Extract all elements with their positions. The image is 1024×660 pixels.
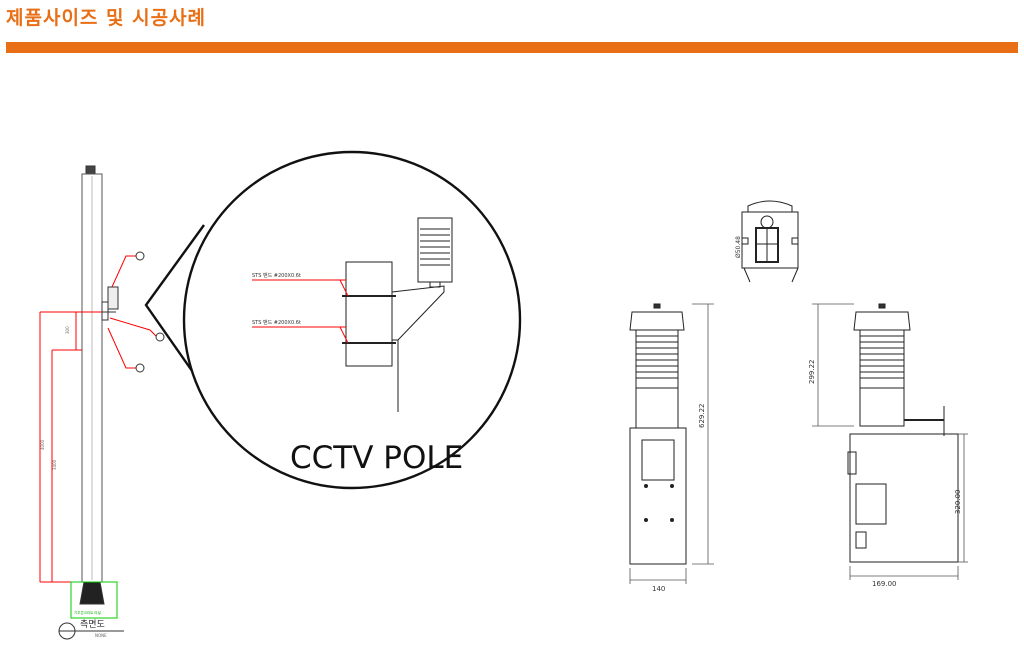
top-view-frame — [741, 211, 799, 269]
zoom-sensor — [417, 217, 453, 283]
pole-dim-bracket: 3400 — [52, 459, 57, 470]
side-gland — [855, 531, 867, 549]
side-sensor-height-dim: 299.22 — [808, 360, 816, 385]
side-sensor-louvers — [859, 329, 905, 389]
side-mount-box — [849, 433, 959, 563]
zoom-band-label-1: STS 밴드 #200X0.6t — [252, 272, 301, 279]
zoom-pole-segment — [345, 261, 393, 367]
pole-clamp — [101, 301, 109, 321]
front-sensor-body — [635, 387, 679, 429]
top-view — [741, 200, 799, 283]
base-highlight-box — [70, 581, 118, 619]
side-sensor-cap — [853, 311, 911, 331]
top-view-dim: Ø50.48 — [735, 236, 742, 258]
base-note: 기초콘크리트 타설 — [74, 610, 101, 615]
side-box-height-dim: 320.00 — [954, 490, 962, 515]
zoom-pointer — [144, 224, 205, 389]
pole-dim-box: 300 — [65, 326, 70, 334]
pole-dim-total: 4000 — [40, 439, 45, 450]
front-width-dim: 140 — [652, 585, 665, 593]
pole-side-view — [39, 165, 165, 640]
header-accent-bar — [6, 42, 1018, 53]
pole-base — [79, 581, 105, 605]
page-title: 제품사이즈 및 시공사례 — [6, 7, 207, 29]
front-window — [641, 439, 675, 481]
pole-view-caption: 측면도 — [80, 619, 105, 630]
zoom-detail — [252, 217, 453, 412]
side-sensor-body — [859, 387, 905, 427]
side-view — [812, 303, 968, 580]
front-height-dim: 629.22 — [698, 404, 706, 429]
side-junction-box — [855, 483, 887, 525]
pole-sensor-unit — [107, 286, 119, 310]
front-sensor-louvers — [635, 329, 679, 389]
side-width-dim: 169.00 — [872, 580, 897, 588]
callout-marker-2 — [155, 332, 165, 342]
page-header: 제품사이즈 및 시공사례 — [0, 0, 1024, 54]
zoom-callout — [144, 150, 522, 490]
zoom-title: CCTV POLE — [290, 440, 463, 476]
callout-leaders — [39, 255, 157, 583]
pole-view-scale: NONE — [95, 633, 107, 638]
callout-marker-3 — [135, 363, 145, 373]
front-mount-plate — [629, 427, 687, 565]
front-view — [629, 303, 714, 584]
zoom-band-label-2: STS 밴드 #200X0.6t — [252, 319, 301, 326]
callout-marker-1 — [135, 251, 145, 261]
front-sensor-cap — [629, 311, 685, 331]
